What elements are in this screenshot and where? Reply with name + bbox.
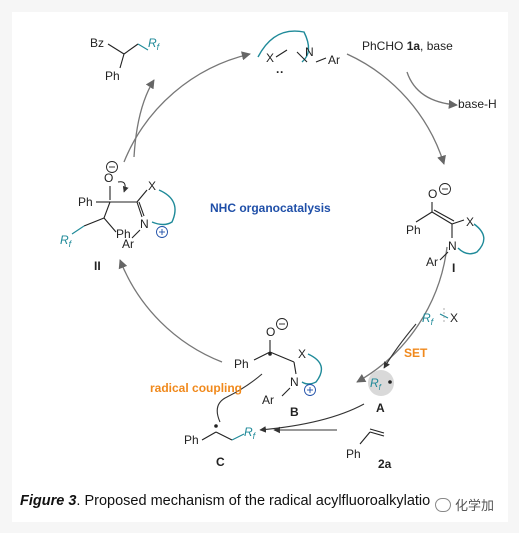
alkene-2a: Ph 2a: [346, 428, 392, 471]
mechanism-scheme: X N Ar ·· PhCHO 1a, base base-H Bz Rf Ph…: [60, 30, 497, 471]
product: Bz Rf Ph: [90, 36, 161, 83]
svg-text:Rf: Rf: [244, 425, 257, 441]
coupling-arrow: [216, 373, 263, 423]
wechat-icon: [434, 498, 451, 512]
radical-A: Rf A: [368, 370, 394, 415]
label-B: B: [290, 405, 299, 419]
intermediate-II: O Ph X N Ar Ph Rf II: [60, 161, 176, 273]
svg-text:PhCHO 1a, base: PhCHO 1a, base: [362, 39, 453, 53]
side-arrows: [216, 323, 417, 434]
label-A: A: [376, 401, 385, 415]
svg-text:Rf: Rf: [370, 376, 382, 392]
arc-left-top: [123, 51, 251, 163]
svg-text:O: O: [266, 325, 275, 339]
label-C: C: [216, 455, 225, 469]
svg-text:Rf: Rf: [60, 233, 73, 249]
svg-text:N: N: [448, 239, 457, 253]
nhc-n: N: [305, 45, 314, 59]
figure-card: X N Ar ·· PhCHO 1a, base base-H Bz Rf Ph…: [12, 12, 508, 522]
svg-text:Ph: Ph: [116, 227, 131, 241]
set-arrow: [383, 323, 417, 369]
svg-text:Bz: Bz: [90, 36, 104, 50]
watermark-text: 化学加: [454, 499, 494, 514]
catalytic-cycle: [118, 51, 458, 383]
svg-text:Ph: Ph: [234, 357, 249, 371]
rf-x-reagent: Rf X SET: [404, 308, 458, 360]
svg-text:Rf: Rf: [422, 311, 435, 327]
set-label: SET: [404, 346, 428, 360]
svg-text:Rf: Rf: [148, 36, 161, 52]
svg-text:N: N: [290, 375, 299, 389]
alkene-arrow: [259, 403, 365, 433]
svg-text:X: X: [466, 215, 474, 229]
center-label: NHC organocatalysis: [210, 201, 331, 215]
radical-C: Ph Rf C: [184, 424, 257, 469]
watermark: 化学加: [430, 495, 494, 514]
svg-text:Ph: Ph: [406, 223, 421, 237]
caption-bold: Figure 3: [20, 493, 77, 509]
nhc-x: X: [266, 51, 274, 65]
label-2a: 2a: [378, 457, 392, 471]
label-II: II: [94, 259, 101, 273]
figure-caption: Figure 3. Proposed mechanism of the radi…: [20, 493, 500, 515]
intermediate-I: O Ph X N Ar I: [406, 183, 485, 275]
base-h-label: base-H: [458, 97, 497, 111]
radical-coupling-label: radical coupling: [150, 381, 242, 395]
nhc-ar: Ar: [328, 53, 340, 67]
svg-text:Ph: Ph: [105, 69, 120, 83]
svg-text:Ar: Ar: [426, 255, 438, 269]
svg-text:X: X: [148, 179, 156, 193]
svg-text:Ar: Ar: [122, 237, 134, 251]
svg-text:Ar: Ar: [262, 393, 274, 407]
nhc-catalyst: X N Ar ··: [257, 30, 340, 79]
svg-text:Ph: Ph: [346, 447, 361, 461]
svg-text:X: X: [298, 347, 306, 361]
reagent-phcho: PhCHO 1a, base base-H: [362, 39, 497, 111]
svg-text:N: N: [140, 217, 149, 231]
arc-base-h: [406, 71, 458, 109]
arc-right-bottom: [356, 246, 448, 383]
svg-text:Ph: Ph: [184, 433, 199, 447]
svg-text:··: ··: [276, 65, 284, 79]
svg-text:X: X: [450, 311, 458, 325]
arc-bottom-left: [118, 259, 223, 363]
arc-top-right: [346, 53, 446, 165]
arc-product-release: [133, 79, 155, 158]
intermediate-B: O Ph X N Ar B: [234, 318, 323, 419]
label-I: I: [452, 261, 455, 275]
svg-text:O: O: [428, 187, 437, 201]
svg-text:O: O: [104, 171, 113, 185]
svg-text:Ph: Ph: [78, 195, 93, 209]
caption-text: . Proposed mechanism of the radical acyl…: [76, 493, 431, 509]
